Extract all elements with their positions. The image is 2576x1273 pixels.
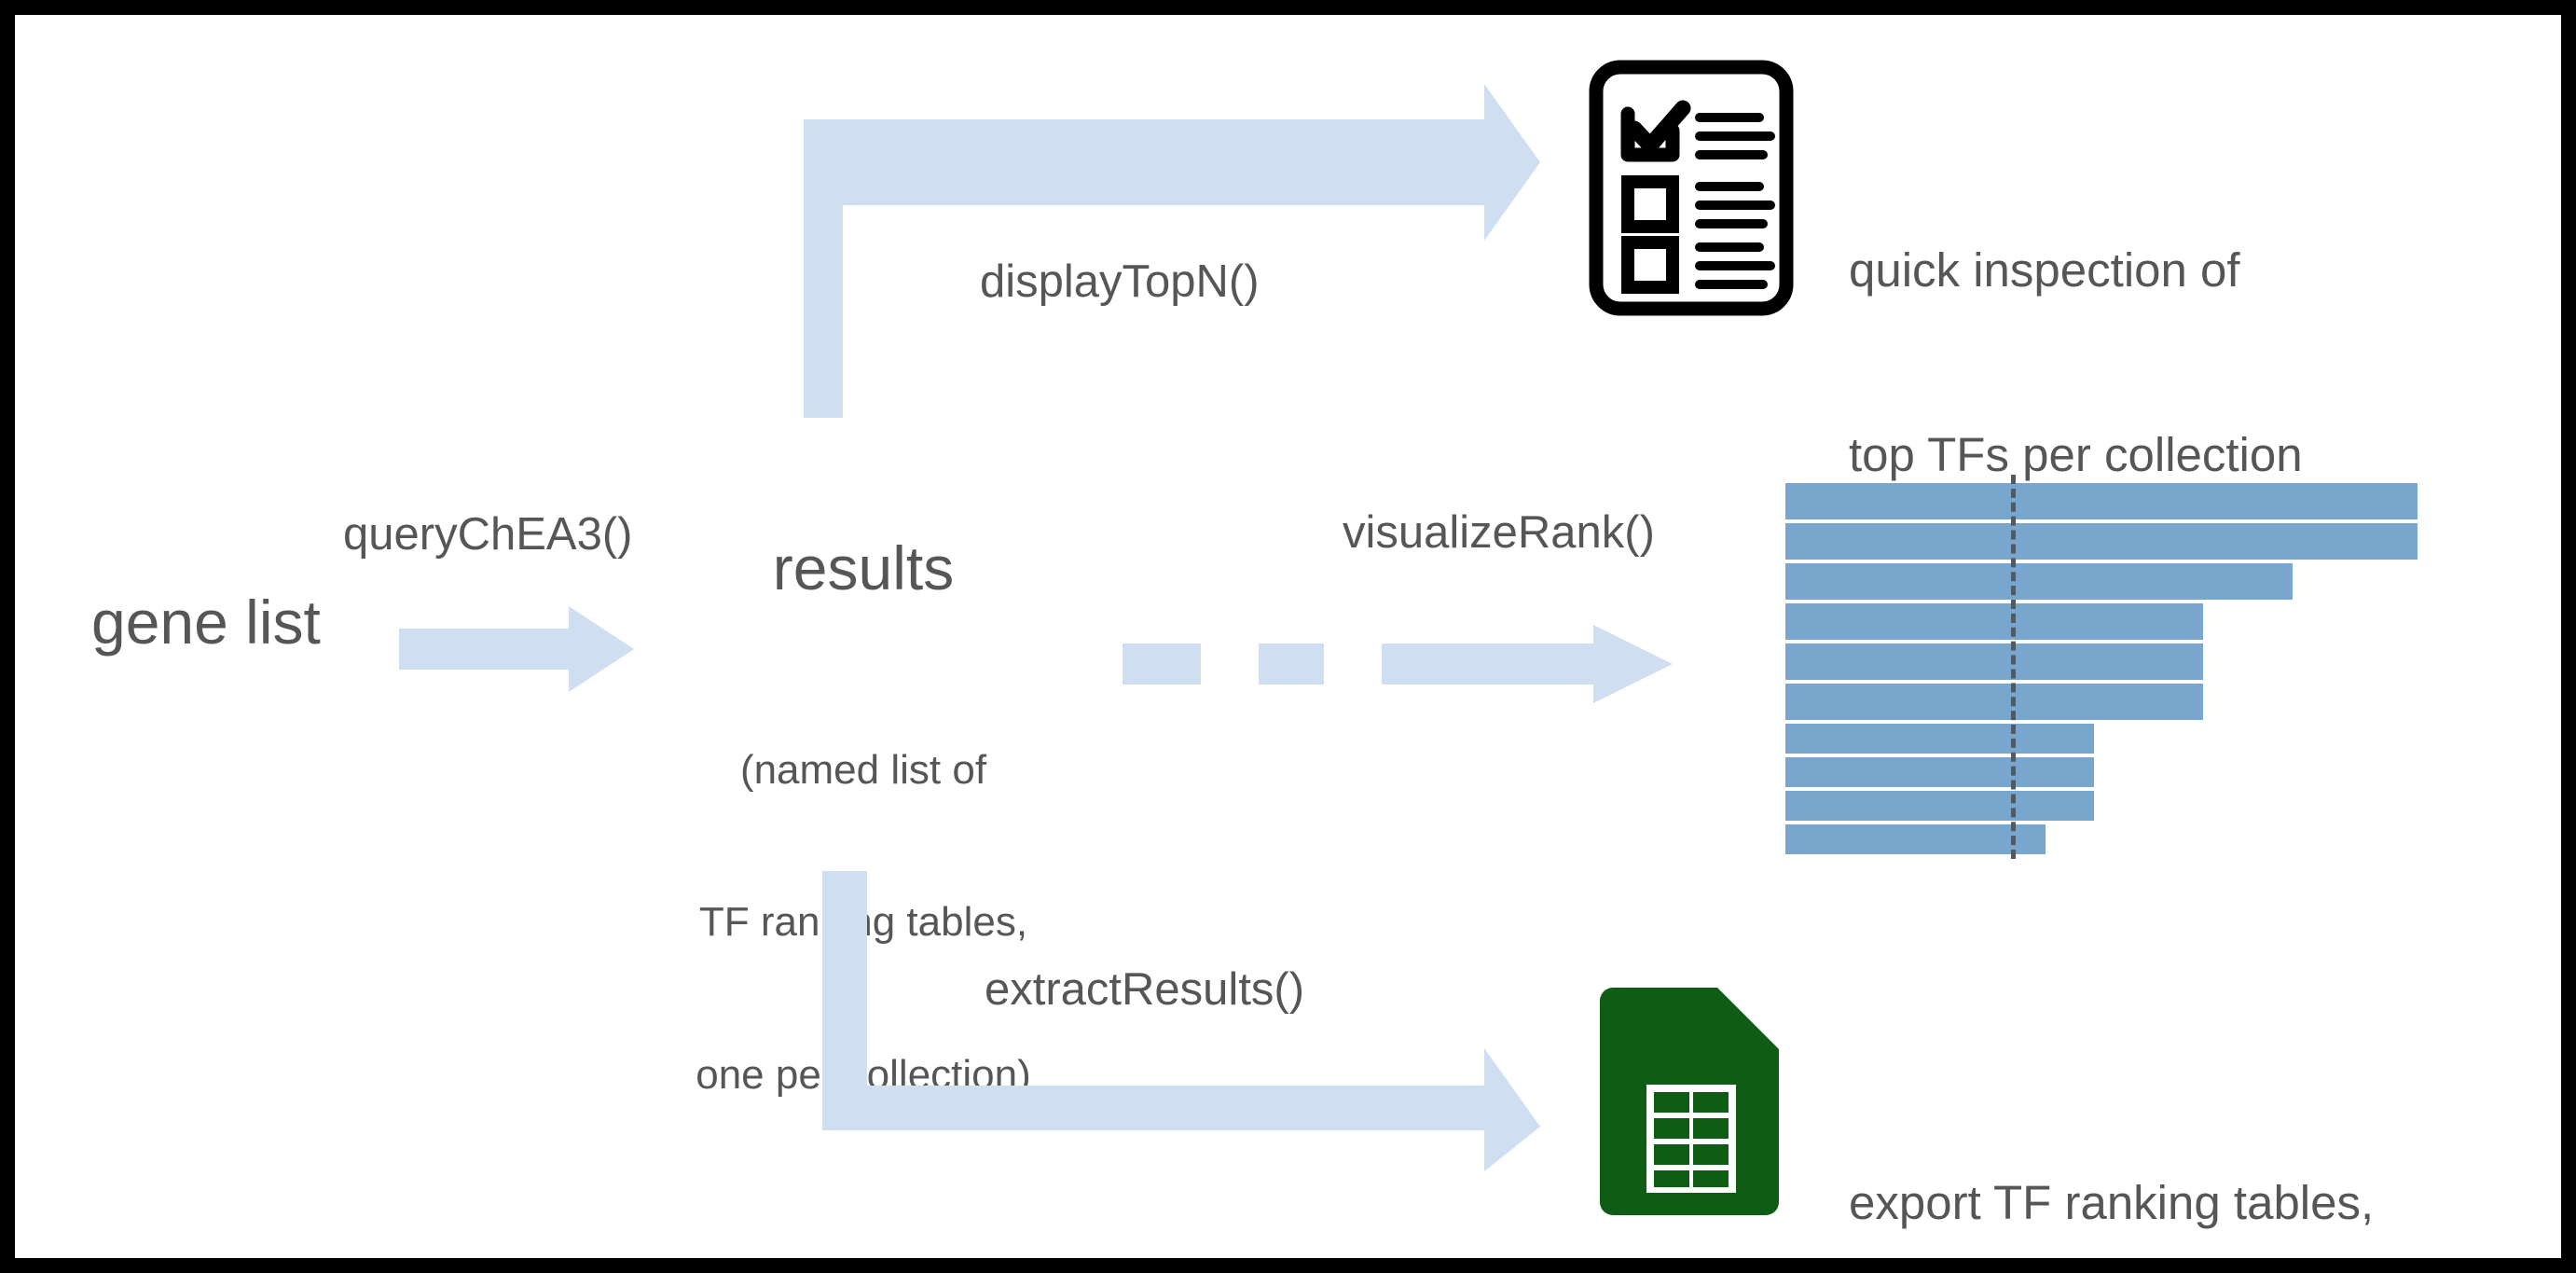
spreadsheet-icon — [1600, 982, 1779, 1217]
bar-5 — [1784, 643, 2204, 681]
bar-10 — [1784, 823, 2046, 855]
gene-list-label: gene list — [91, 588, 321, 657]
bottom-output-caption: export TF ranking tables, one sheet per … — [1849, 1048, 2375, 1258]
results-desc-line-1: (named list of — [739, 746, 987, 793]
bar-8 — [1784, 756, 2095, 788]
display-top-n-label: displayTopN() — [980, 256, 1260, 307]
bar-3 — [1784, 562, 2294, 601]
extract-results-label: extractResults() — [985, 964, 1305, 1015]
bar-4 — [1784, 602, 2204, 641]
visualize-rank-label: visualizeRank() — [1343, 507, 1655, 558]
query-chea3-arrow — [399, 606, 634, 692]
bottom-caption-line-1: export TF ranking tables, — [1849, 1175, 2375, 1229]
results-desc-line-2: TF ranking tables, — [698, 899, 1028, 946]
bar-2 — [1784, 522, 2418, 560]
bar-7 — [1784, 723, 2095, 754]
top-caption-line-2: top TFs per collection — [1849, 428, 2303, 482]
tf-rank-bar-chart — [1784, 475, 2428, 859]
checklist-icon — [1589, 60, 1794, 316]
display-top-n-arrow — [804, 84, 1540, 418]
query-chea3-label: queryChEA3() — [343, 509, 633, 560]
extract-results-arrow — [822, 871, 1540, 1171]
top-output-caption: quick inspection of top TFs per collecti… — [1849, 116, 2303, 610]
visualize-rank-arrow — [1123, 625, 1673, 703]
threshold-dashed-line — [2011, 475, 2016, 859]
bar-9 — [1784, 790, 2095, 822]
bar-1 — [1784, 482, 2418, 520]
bar-6 — [1784, 683, 2204, 721]
results-title: results — [772, 533, 955, 602]
top-caption-line-1: quick inspection of — [1849, 242, 2240, 297]
